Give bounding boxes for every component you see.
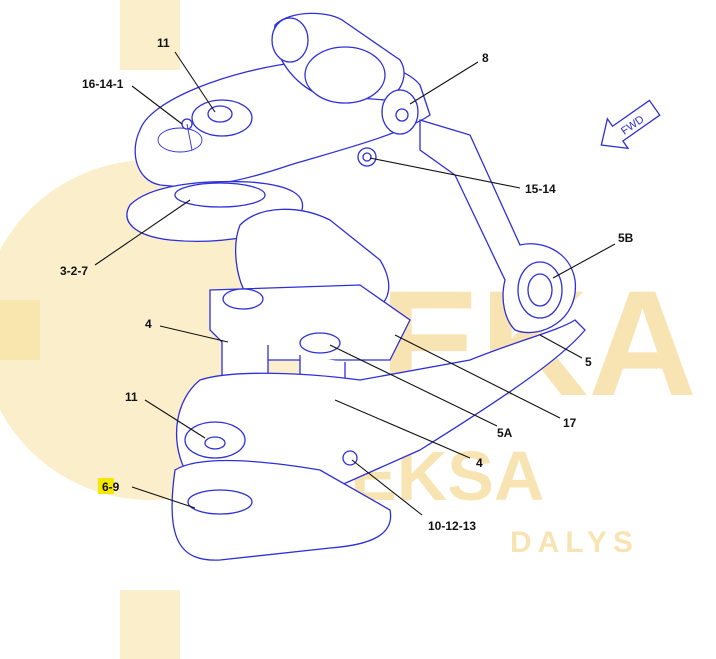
callout-11-bottom: 11	[125, 390, 138, 404]
callout-5b: 5B	[618, 231, 634, 245]
watermark-line3: DALYS	[510, 526, 639, 559]
highlight-marker	[98, 478, 114, 494]
callout-labels: 11 16-14-1 8 15-14 3-2-7 5B 4 5 11 17 5A…	[60, 36, 634, 533]
callout-4-bottom: 4	[476, 456, 483, 470]
callout-5: 5	[585, 355, 592, 369]
top-cylinder	[271, 12, 419, 167]
callout-6-9: 6-9	[102, 480, 120, 494]
diagonal-strut	[419, 119, 576, 334]
callout-11-top: 11	[157, 36, 170, 50]
callout-10-12-13: 10-12-13	[428, 519, 476, 533]
lower-arm	[171, 319, 586, 561]
callout-3-2-7: 3-2-7	[60, 264, 88, 278]
fwd-arrow-icon: FWD	[600, 99, 661, 150]
callout-5a: 5A	[497, 426, 513, 440]
callout-4-top: 4	[145, 317, 152, 331]
leader-lines	[94, 51, 616, 516]
callout-17: 17	[563, 416, 577, 430]
callout-8: 8	[482, 51, 489, 65]
callout-16-14-1: 16-14-1	[82, 77, 124, 91]
callout-15-14: 15-14	[525, 182, 556, 196]
